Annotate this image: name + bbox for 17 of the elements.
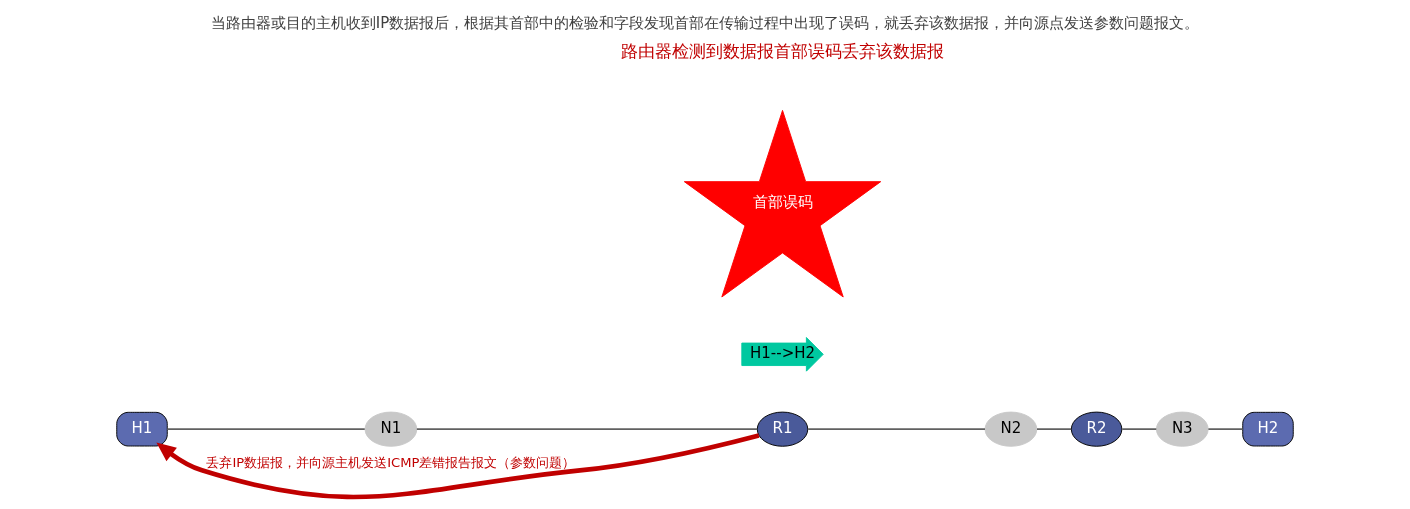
node-box: H1 [116, 411, 168, 447]
node-ellipse: N2 [984, 411, 1038, 447]
diagram-title: 当路由器或目的主机收到IP数据报后，根据其首部中的检验和字段发现首部在传输过程中出现了误码，就丢弃该数据报，并向源点发送参数问题报文。 [210, 13, 1200, 32]
connector [1121, 428, 1158, 431]
connector [1036, 428, 1073, 431]
node-ellipse: N1 [364, 411, 418, 447]
connector [166, 428, 366, 431]
node-ellipse: N3 [1155, 411, 1209, 447]
connector [1207, 428, 1244, 431]
edge-label: 丢弃IP数据报，并向源主机发送ICMP差错报告报文（参数问题） [206, 454, 576, 470]
node-box: H2 [1242, 411, 1294, 447]
connector [415, 428, 758, 431]
connector [807, 428, 986, 431]
node-ellipse: R1 [756, 411, 809, 447]
label: 路由器检测到数据报首部误码丢弃该数据报 [621, 41, 945, 62]
arrow [156, 433, 760, 500]
node-ellipse: R2 [1070, 411, 1123, 447]
